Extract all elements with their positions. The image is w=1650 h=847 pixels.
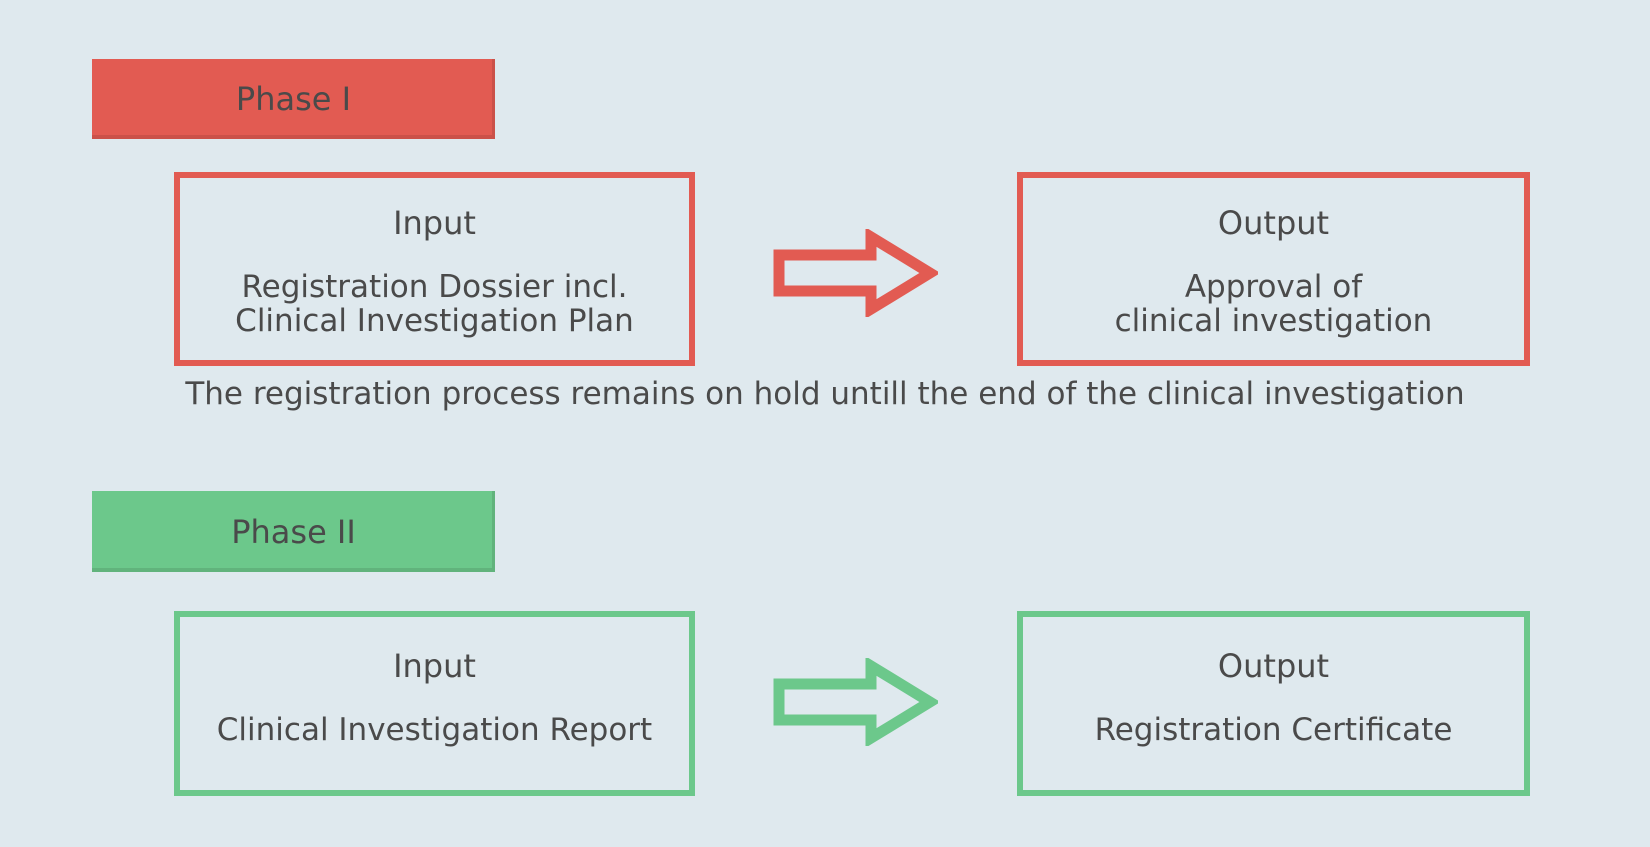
phase2-output-box: Output Registration Certificate [1017,611,1530,796]
phase1-input-line1: Registration Dossier incl. [241,269,628,305]
phase2-label: Phase II [92,491,495,572]
phase2-input-title: Input [393,647,476,685]
phase1-output-body: Approval of clinical investigation [1115,270,1433,338]
phase2-output-title: Output [1217,647,1330,685]
phase1-input-line2: Clinical Investigation Plan [235,303,634,339]
phase1-output-line2: clinical investigation [1114,303,1433,339]
phase1-input-body: Registration Dossier incl. Clinical Inve… [235,270,634,338]
phase1-input-box: Input Registration Dossier incl. Clinica… [174,172,695,366]
phase2-input-box: Input Clinical Investigation Report [174,611,695,796]
phase1-output-box: Output Approval of clinical investigatio… [1017,172,1530,366]
phase1-input-title: Input [393,204,476,242]
phase2-input-line1: Clinical Investigation Report [216,712,653,748]
phase2-output-line1: Registration Certificate [1094,712,1453,748]
hold-note: The registration process remains on hold… [185,376,1465,412]
phase1-output-title: Output [1217,204,1330,242]
phase1-label: Phase I [92,59,495,139]
phase1-output-line1: Approval of [1184,269,1363,305]
arrow-right-icon [773,658,938,746]
phase2-output-body: Registration Certificate [1095,713,1453,747]
arrow-right-icon [773,229,938,317]
phase2-input-body: Clinical Investigation Report [217,713,652,747]
